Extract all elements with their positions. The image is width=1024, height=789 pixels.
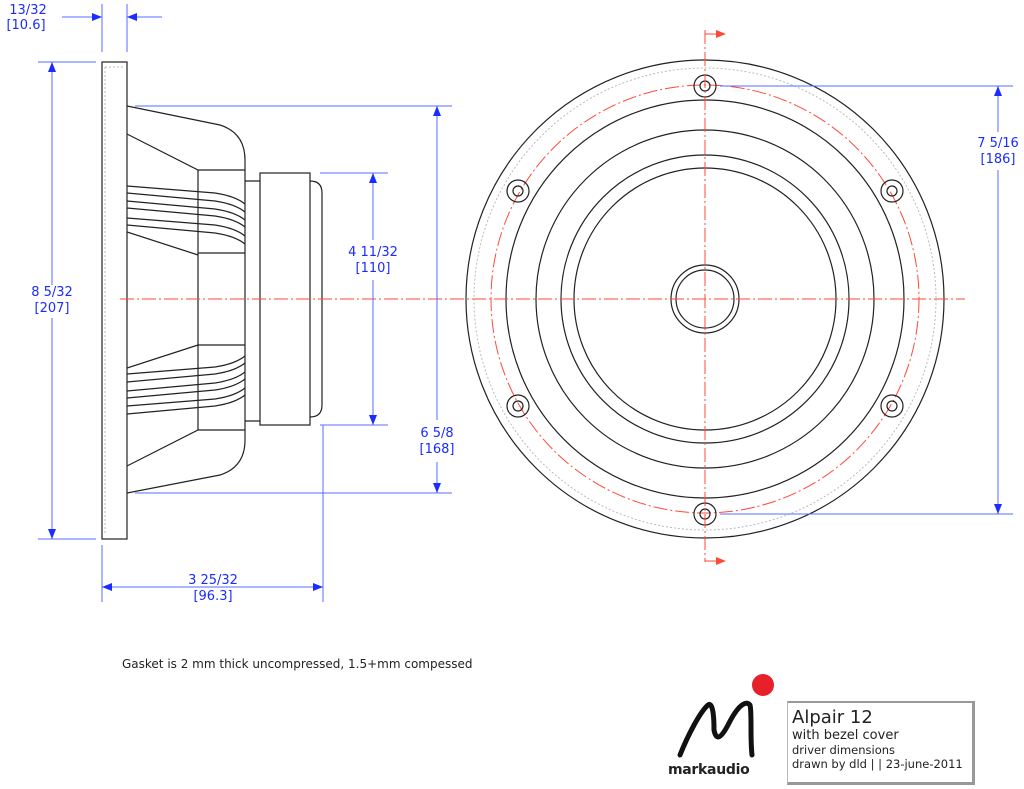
- dim-magnet-imperial: 4 11/32: [348, 245, 398, 260]
- dim-height-imperial: 8 5/32: [31, 285, 73, 300]
- dim-depth-metric: [96.3]: [193, 589, 232, 604]
- centerlines: [120, 30, 965, 565]
- drawing-subtitle: driver dimensions: [792, 743, 896, 757]
- dimension-labels: 13/32 [10.6] 8 5/32 [207] 6 5/8 [168] 4 …: [6, 3, 1018, 604]
- gasket-note: Gasket is 2 mm thick uncompressed, 1.5+m…: [122, 657, 473, 671]
- dim-height-metric: [207]: [35, 301, 70, 316]
- brand-name: markaudio: [668, 762, 750, 778]
- coil-lines-top: [126, 185, 246, 245]
- dim-depth-imperial: 3 25/32: [188, 573, 238, 588]
- title-block: Alpair 12 with bezel cover driver dimens…: [787, 701, 975, 785]
- dim-basket-metric: [168]: [420, 442, 455, 457]
- dim-bolt-imperial: 7 5/16: [977, 136, 1019, 151]
- bolt-holes: [506, 74, 904, 526]
- dim-bezel-metric: [10.6]: [6, 18, 45, 33]
- model-variant: with bezel cover: [792, 728, 899, 743]
- dim-bezel-imperial: 13/32: [9, 3, 46, 18]
- dim-bolt-metric: [186]: [981, 152, 1016, 167]
- dim-basket-imperial: 6 5/8: [420, 426, 453, 441]
- markaudio-logo: [677, 674, 774, 758]
- side-view: [101, 61, 323, 540]
- dim-magnet-metric: [110]: [356, 261, 391, 276]
- dimension-lines: [38, 4, 1013, 602]
- model-name: Alpair 12: [792, 707, 873, 728]
- coil-lines-bottom: [126, 355, 246, 415]
- drawing-credit: drawn by dld | | 23-june-2011: [792, 757, 963, 771]
